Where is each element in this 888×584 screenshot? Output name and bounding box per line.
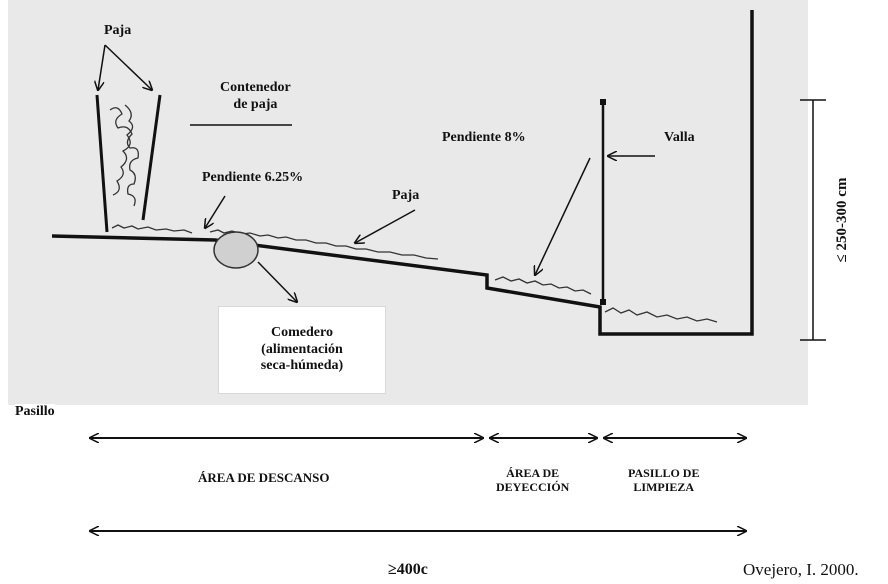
arrow-pendiente-8 <box>535 157 591 275</box>
label-altura: ≤ 250-300 cm <box>834 177 850 263</box>
label-comedero: Comedero (alimentación seca-húmeda) <box>260 324 344 374</box>
label-area-descanso: ÁREA DE DESCANSO <box>198 470 330 485</box>
arrow-paja-mid <box>355 209 416 243</box>
arrow-paja-top-2 <box>98 44 106 90</box>
label-paja-mid: Paja <box>392 188 420 203</box>
arrow-comedero <box>257 261 297 302</box>
height-label-wrap: ≤ 250-300 cm <box>812 100 872 340</box>
label-pendiente-625: Pendiente 6.25% <box>202 170 304 185</box>
comedero-box: Comedero (alimentación seca-húmeda) <box>218 306 386 394</box>
label-paja-top: Paja <box>104 23 132 38</box>
label-pasillo: Pasillo <box>15 404 55 421</box>
label-pendiente-8: Pendiente 8% <box>442 130 526 145</box>
fence-bottom <box>600 299 606 305</box>
floor-profile <box>51 10 754 336</box>
scanned-figure-background <box>8 0 808 405</box>
label-contenedor: Contenedor de paja <box>220 80 291 112</box>
feeder-icon <box>213 231 259 269</box>
label-pasillo-limpieza: PASILLO DE LIMPIEZA <box>628 466 700 495</box>
label-valla: Valla <box>664 130 695 145</box>
label-fuente: Ovejero, I. 2000. <box>743 560 859 579</box>
fence-top <box>600 99 606 105</box>
straw-container <box>95 94 162 233</box>
label-area-deyeccion: ÁREA DE DEYECCIÓN <box>496 466 570 495</box>
label-longitud: ≥400c <box>388 561 428 578</box>
arrow-pendiente-625 <box>205 195 226 228</box>
arrow-paja-top <box>104 44 152 90</box>
